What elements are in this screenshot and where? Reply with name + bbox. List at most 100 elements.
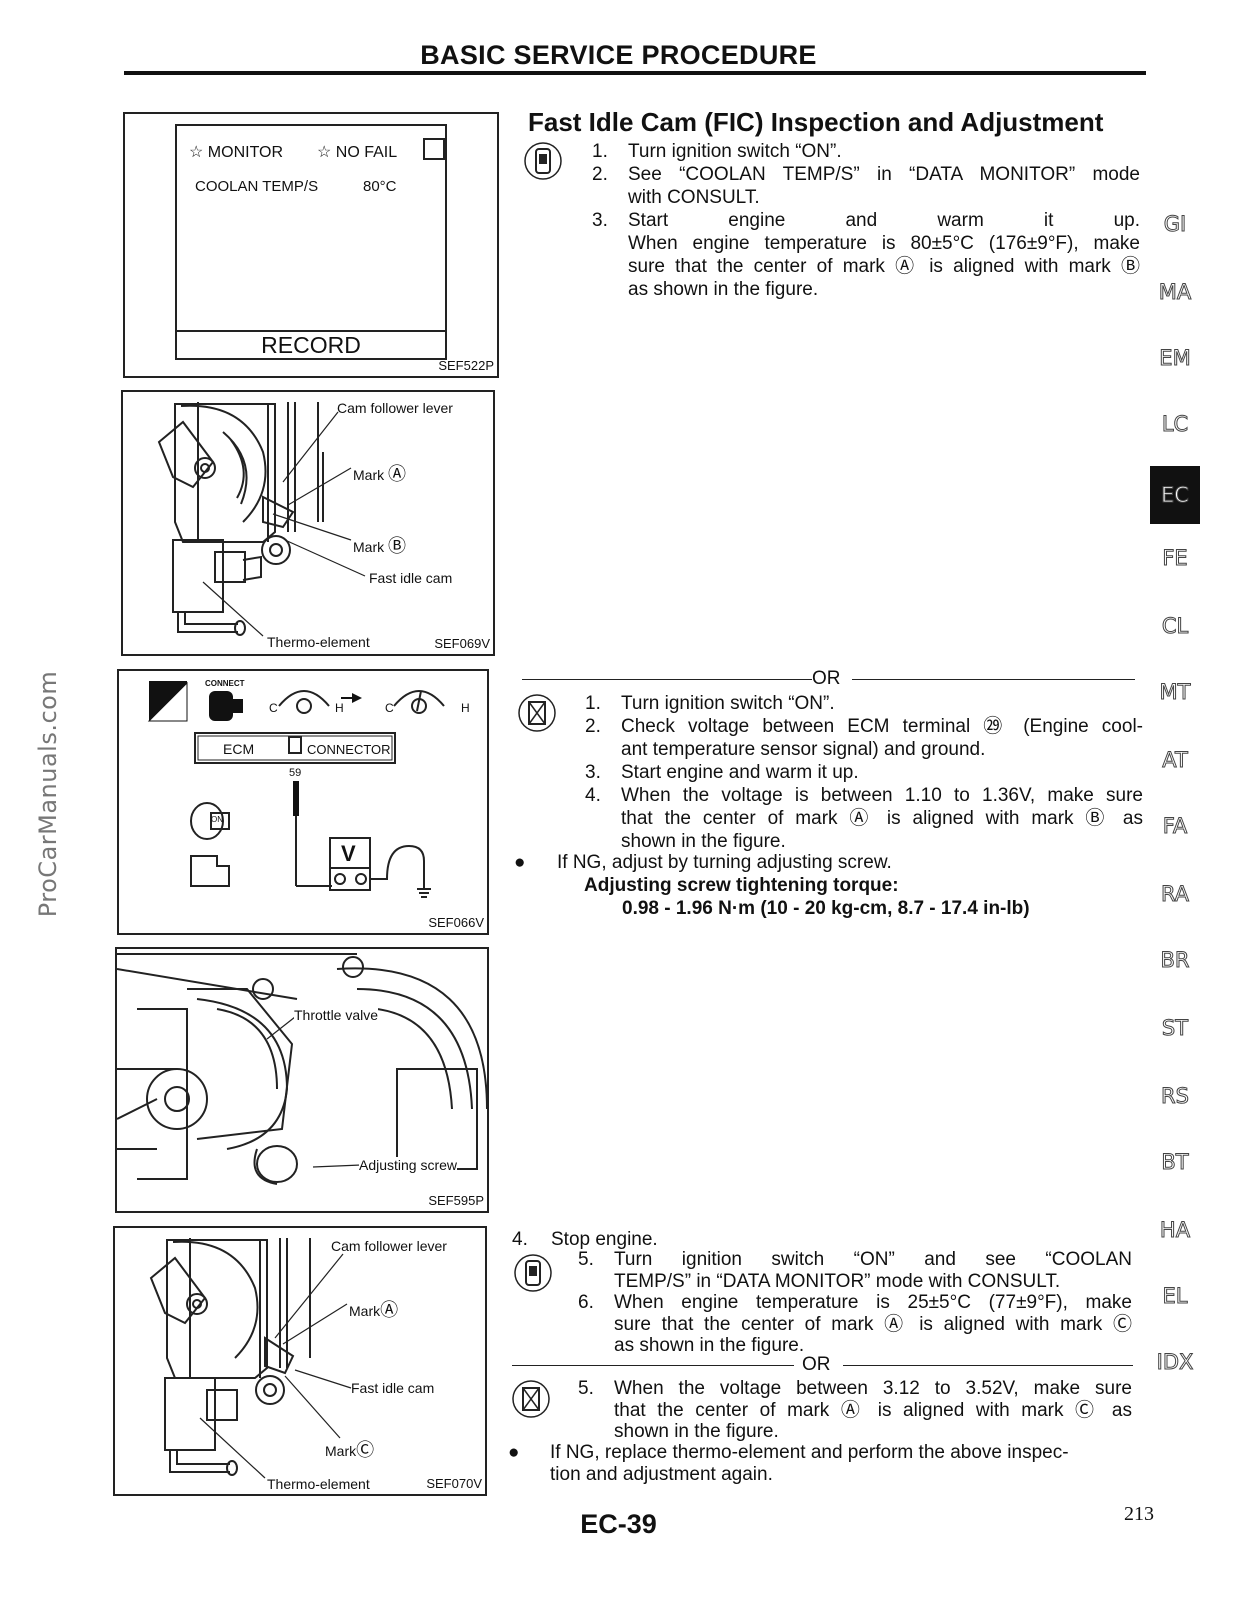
consult-icon [514, 1254, 552, 1292]
page-number: 213 [1124, 1503, 1154, 1525]
tab-br[interactable]: BR [1160, 948, 1190, 973]
ng-note-2-line-1: If NG, replace thermo-element and perfor… [550, 1442, 1069, 1463]
label-mark-a: MarkⒶ [349, 1300, 399, 1320]
step-text-line: Turn ignition switch “ON”. [621, 693, 835, 714]
bullet-dot: ● [514, 852, 526, 873]
step-text-line: sure that the center of mark Ⓐ is aligne… [614, 1313, 1132, 1335]
connector-label: CONNECTOR [307, 742, 391, 757]
step-text-line: When engine temperature is 25±5°C (77±9°… [614, 1292, 1132, 1313]
connect-label: CONNECT [205, 679, 245, 688]
cold-label-1: C [269, 701, 278, 715]
or-divider-left [522, 679, 812, 680]
tab-ma[interactable]: MA [1158, 280, 1192, 305]
ng-note: If NG, adjust by turning adjusting screw… [557, 852, 892, 873]
figure-throttle: Throttle valve Adjusting screw SEF595P [115, 947, 489, 1213]
label-mark-c: MarkⒸ [325, 1440, 375, 1460]
step-text-line: TEMP/S” in “DATA MONITOR” mode with CONS… [614, 1270, 1061, 1292]
step-text-line: that the center of mark Ⓐ is aligned wit… [614, 1399, 1132, 1421]
torque-value: 0.98 - 1.96 N·m (10 - 20 kg-cm, 8.7 - 17… [622, 898, 1030, 919]
step-text-line: When engine temperature is 80±5°C (176±9… [628, 233, 1140, 254]
figure-code: SEF069V [434, 636, 490, 651]
torque-label: Adjusting screw tightening torque: [584, 875, 899, 896]
cam-drawing [157, 402, 366, 637]
tab-rs[interactable]: RS [1161, 1084, 1190, 1109]
tab-gi[interactable]: GI [1163, 212, 1187, 237]
step-text-line: Start engine and warm it up. [621, 762, 859, 783]
step-text-line: as shown in the figure. [628, 279, 819, 300]
figure-code: SEF595P [428, 1193, 484, 1208]
label-mark-b: Mark Ⓑ [353, 536, 407, 556]
tab-cl[interactable]: CL [1161, 614, 1189, 639]
label-thermo-element: Thermo-element [267, 1476, 370, 1492]
tab-em[interactable]: EM [1159, 346, 1191, 371]
tester-icon [518, 694, 556, 732]
step-number: 4. [585, 785, 601, 806]
tab-bt[interactable]: BT [1161, 1150, 1189, 1175]
step-text-line: shown in the figure. [614, 1421, 779, 1442]
figure-code: SEF066V [428, 915, 484, 930]
tab-el[interactable]: EL [1162, 1284, 1188, 1309]
label-fast-idle-cam: Fast idle cam [351, 1380, 435, 1396]
figure-cam-2: Cam follower lever MarkⒶ Fast idle cam M… [113, 1226, 487, 1496]
or-divider-left [512, 1365, 794, 1366]
step-text-line: When the voltage is between 1.10 to 1.36… [621, 785, 1143, 806]
label-fast-idle-cam: Fast idle cam [369, 570, 453, 586]
tab-fe[interactable]: FE [1162, 546, 1188, 571]
step-text-line: sure that the center of mark Ⓐ is aligne… [628, 256, 1140, 277]
step-number: 1. [585, 693, 601, 714]
tab-ha[interactable]: HA [1159, 1218, 1191, 1243]
step-number: 1. [592, 141, 608, 162]
tab-idx[interactable]: IDX [1156, 1350, 1194, 1375]
step-text-line: with CONSULT. [628, 187, 760, 208]
step-text-line: shown in the figure. [621, 831, 786, 852]
monitor-screen: ☆ MONITOR ☆ NO FAIL COOLAN TEMP/S 80°C [175, 124, 447, 360]
label-throttle-valve: Throttle valve [294, 1007, 379, 1023]
tab-ra[interactable]: RA [1160, 882, 1190, 907]
coolant-temp-label: COOLAN TEMP/S [195, 178, 319, 195]
step-number: 2. [585, 716, 601, 737]
label-mark-a: Mark Ⓐ [353, 464, 407, 484]
tab-at[interactable]: AT [1162, 748, 1189, 773]
header-rule [124, 71, 1146, 75]
step-number: 4. [512, 1229, 528, 1250]
tab-ec[interactable]: EC [1150, 466, 1200, 524]
ng-note-2-line-2: tion and adjustment again. [550, 1464, 773, 1485]
step-text: Stop engine. [551, 1229, 658, 1250]
figure-code: SEF522P [438, 358, 494, 373]
pin-number: 59 [289, 767, 302, 779]
no-fail-label: ☆ NO FAIL [317, 144, 398, 161]
cold-label-2: C [385, 701, 394, 715]
tab-fa[interactable]: FA [1162, 814, 1188, 839]
ignition-on-label: ON [211, 815, 223, 824]
step-text-line: that the center of mark Ⓐ is aligned wit… [621, 808, 1143, 829]
figure-cam-1: Cam follower lever Mark Ⓐ Mark Ⓑ Fast id… [121, 390, 495, 656]
hot-label-1: H [335, 701, 344, 715]
tab-lc[interactable]: LC [1161, 412, 1189, 437]
record-button: RECORD [175, 330, 447, 360]
figure-code: SEF070V [426, 1476, 482, 1491]
or-label: OR [812, 668, 841, 689]
voltmeter-label: V [341, 841, 356, 866]
or-label: OR [802, 1354, 831, 1375]
step-text-line: ant temperature sensor signal) and groun… [621, 739, 986, 760]
step-4: 4. Stop engine. [512, 1228, 812, 1251]
tester-icon [512, 1380, 550, 1418]
tab-mt[interactable]: MT [1159, 680, 1191, 705]
step-number: 3. [585, 762, 601, 783]
page-title: BASIC SERVICE PROCEDURE [420, 40, 817, 70]
cam2-drawing [149, 1238, 352, 1479]
or-divider-right [843, 1365, 1133, 1366]
section-title: Fast Idle Cam (FIC) Inspection and Adjus… [528, 107, 1104, 137]
tab-st[interactable]: ST [1161, 1016, 1189, 1041]
label-cam-follower: Cam follower lever [337, 400, 453, 416]
or-divider-right [852, 679, 1135, 680]
label-cam-follower: Cam follower lever [331, 1238, 447, 1254]
monitor-label: ☆ MONITOR [189, 144, 284, 161]
bullet-dot: ● [508, 1442, 520, 1463]
watermark-text: ProCarManuals.com [34, 670, 62, 918]
step-text-line: See “COOLAN TEMP/S” in “DATA MONITOR” mo… [628, 164, 1140, 185]
hs-label: H.S. [163, 709, 183, 720]
step-number: 5. [578, 1378, 594, 1399]
throttle-drawing [117, 953, 487, 1185]
step-text-line: Turn ignition switch “ON”. [628, 141, 842, 162]
